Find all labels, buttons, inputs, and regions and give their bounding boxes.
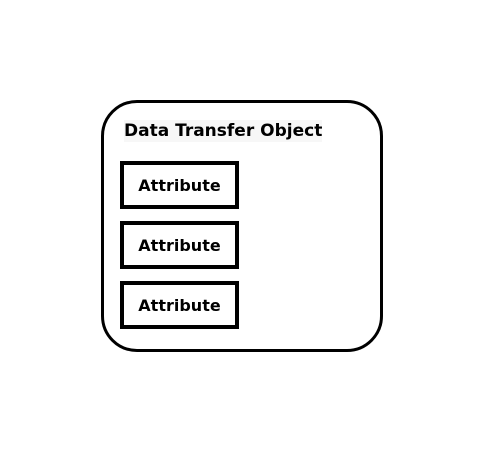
attribute-box-2: Attribute [120, 221, 239, 269]
attribute-label-2: Attribute [138, 235, 221, 255]
attribute-label-1: Attribute [138, 175, 221, 195]
attribute-box-1: Attribute [120, 161, 239, 209]
attribute-label-3: Attribute [138, 295, 221, 315]
container-title: Data Transfer Object [124, 120, 323, 142]
attribute-box-3: Attribute [120, 281, 239, 329]
